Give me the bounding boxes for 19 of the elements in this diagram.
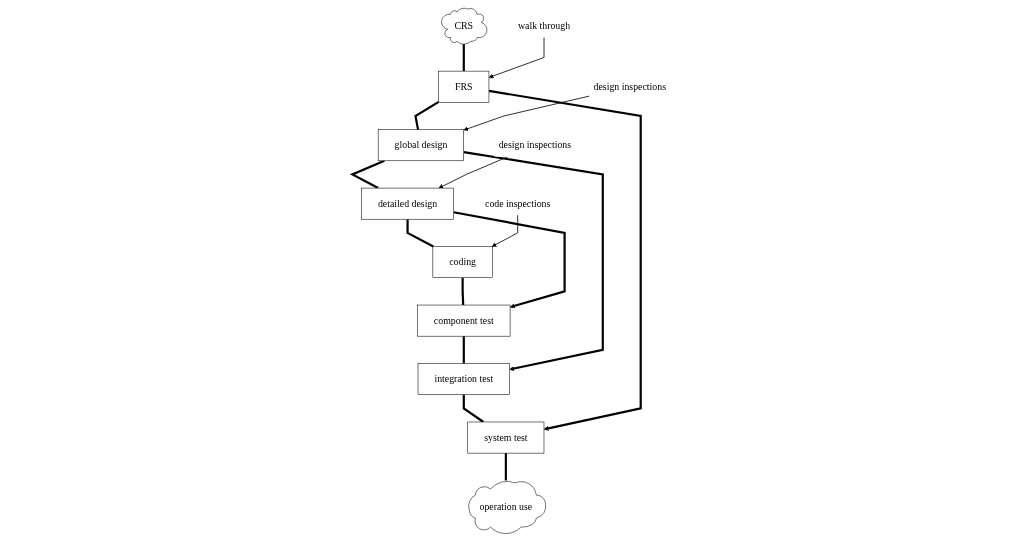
node-text: code inspections xyxy=(485,197,551,209)
node-text: design inspections xyxy=(593,80,667,92)
node-box: component test xyxy=(417,304,511,337)
connector xyxy=(505,453,508,481)
connector xyxy=(462,336,466,364)
connector xyxy=(406,219,435,248)
node-box: integration test xyxy=(418,363,511,395)
node-box: global design xyxy=(378,129,465,162)
node-box: FRS xyxy=(438,70,490,103)
arrow xyxy=(463,151,605,371)
connector xyxy=(414,101,440,130)
node-box: system test xyxy=(467,421,545,454)
node-text: walk through xyxy=(518,20,571,32)
connector xyxy=(462,394,485,423)
node-box: coding xyxy=(432,246,493,278)
connector xyxy=(462,43,466,72)
connector xyxy=(461,277,465,306)
node-text: design inspections xyxy=(498,139,572,151)
node-box: detailed design xyxy=(361,187,455,220)
